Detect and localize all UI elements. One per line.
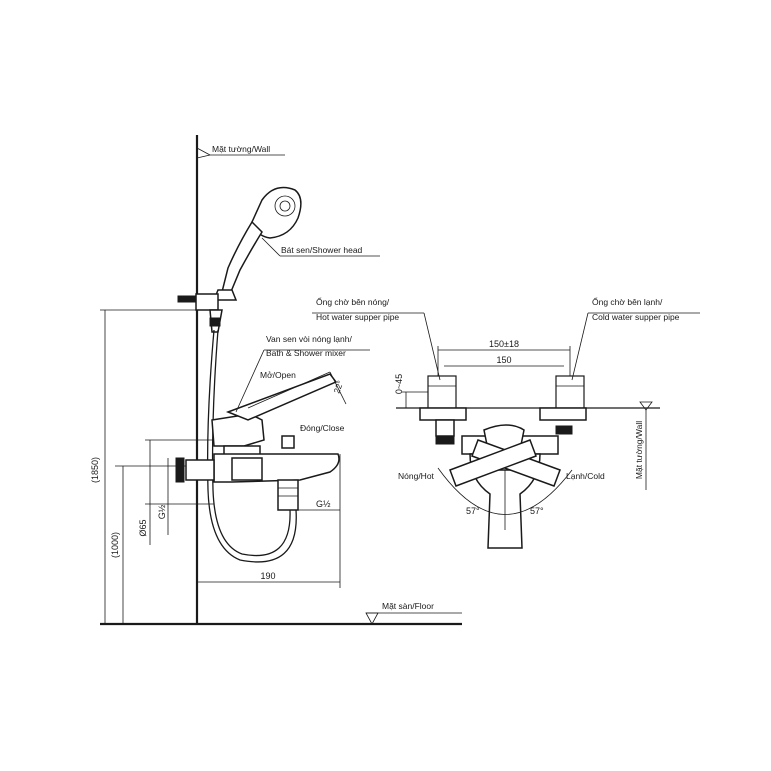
mixer-label-vi: Van sen vòi nóng lạnh/	[266, 334, 352, 344]
mixer-label-en: Bath & Shower mixer	[266, 348, 346, 358]
dim-190: 190	[260, 571, 275, 581]
dim-150-18: 150±18	[489, 339, 519, 349]
dim-g12-left: G½	[157, 504, 167, 519]
close-label: Đóng/Close	[300, 423, 345, 433]
bath-shower-mixer	[175, 373, 340, 511]
open-label: Mở/Open	[260, 370, 296, 380]
floor-label: Mặt sàn/Floor	[382, 601, 434, 611]
dim-150: 150	[496, 355, 511, 365]
dim-65: Ø65	[138, 519, 148, 536]
cold-label: Lạnh/Cold	[566, 471, 605, 481]
cold-supply-pipe	[539, 375, 587, 435]
dim-1000: (1000)	[110, 532, 120, 558]
dim-g12-right: G½	[316, 499, 331, 509]
angle-22-label: 22°	[331, 379, 345, 395]
shower-hose	[206, 329, 297, 563]
cold-pipe-label-vi: Ống chờ bên lạnh/	[592, 296, 663, 307]
dim-0-45: 0~45	[394, 374, 404, 394]
angle-right: 57°	[530, 506, 544, 516]
shower-bracket	[177, 293, 223, 333]
dim-1850: (1850)	[90, 457, 100, 483]
hot-pipe-label-vi: Ống chờ bên nóng/	[316, 296, 390, 307]
wall-arrow	[196, 147, 211, 156]
front-view: Mặt tường/Wall 57° 57° Nóng	[312, 296, 700, 549]
wall-label: Mặt tường/Wall	[212, 144, 270, 154]
angle-left: 57°	[466, 506, 480, 516]
cold-pipe-label-en: Cold water supper pipe	[592, 312, 680, 322]
rotation-arc	[437, 467, 573, 515]
hot-pipe-label-en: Hot water supper pipe	[316, 312, 399, 322]
hot-label: Nóng/Hot	[398, 471, 435, 481]
shower-head-label: Bát sen/Shower head	[281, 245, 363, 255]
floor-marker	[365, 612, 379, 625]
side-view: Mặt tường/Wall Mặt sàn/Floor Bát sen/Sho…	[90, 135, 462, 626]
front-wall-label: Mặt tường/Wall	[634, 421, 644, 479]
hot-supply-pipe	[419, 375, 467, 445]
shower-head	[212, 186, 302, 301]
